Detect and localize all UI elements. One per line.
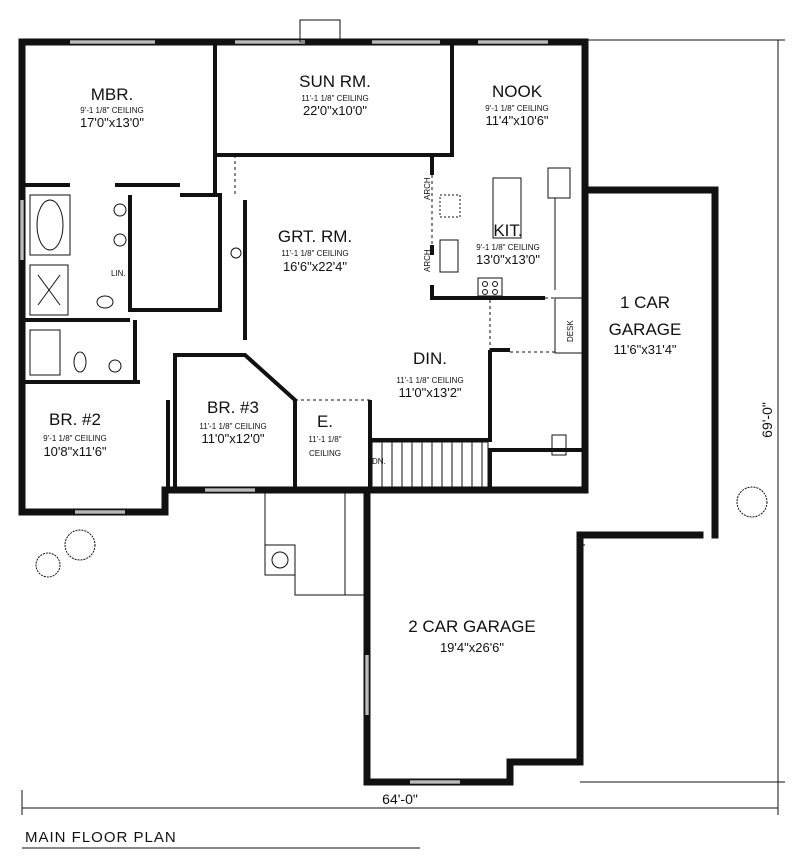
room-sun-rm: SUN RM. 11'-1 1/8" CEILING 22'0"x10'0" xyxy=(299,72,371,118)
fixtures xyxy=(29,167,585,596)
room-kitchen: KIT. 9'-1 1/8" CEILING 13'0"x13'0" xyxy=(476,221,540,267)
svg-text:11'4"x10'6": 11'4"x10'6" xyxy=(485,113,548,128)
arch-label: ARCH xyxy=(423,249,432,272)
svg-text:GRT. RM.: GRT. RM. xyxy=(278,227,352,246)
svg-text:E.: E. xyxy=(317,412,333,431)
room-dining: DIN. 11'-1 1/8" CEILING 11'0"x13'2" xyxy=(396,349,463,400)
svg-text:BR. #3: BR. #3 xyxy=(207,398,259,417)
tree-icon xyxy=(736,486,768,518)
svg-text:DIN.: DIN. xyxy=(413,349,447,368)
svg-text:SUN RM.: SUN RM. xyxy=(299,72,371,91)
tree-icon xyxy=(35,529,96,578)
room-br3: BR. #3 11'-1 1/8" CEILING 11'0"x12'0" xyxy=(199,398,266,446)
width-dimension: 64'-0" xyxy=(382,791,418,807)
svg-text:2 CAR GARAGE: 2 CAR GARAGE xyxy=(408,617,536,636)
svg-text:9'-1 1/8" CEILING: 9'-1 1/8" CEILING xyxy=(80,106,144,115)
svg-text:KIT.: KIT. xyxy=(493,221,522,240)
room-nook: NOOK 9'-1 1/8" CEILING 11'4"x10'6" xyxy=(485,82,549,128)
interior-walls xyxy=(22,42,586,490)
svg-text:13'0"x13'0": 13'0"x13'0" xyxy=(476,252,540,267)
svg-text:11'-1 1/8" CEILING: 11'-1 1/8" CEILING xyxy=(199,422,266,431)
plan-title: MAIN FLOOR PLAN xyxy=(25,829,177,846)
svg-text:11'-1 1/8" CEILING: 11'-1 1/8" CEILING xyxy=(301,94,368,103)
stairs-down-label: DN. xyxy=(372,457,386,466)
windows xyxy=(20,19,548,784)
svg-text:1 CAR: 1 CAR xyxy=(620,293,670,312)
svg-text:11'6"x31'4": 11'6"x31'4" xyxy=(613,342,676,357)
svg-text:22'0"x10'0": 22'0"x10'0" xyxy=(303,103,367,118)
svg-text:NOOK: NOOK xyxy=(492,82,543,101)
room-entry: E. 11'-1 1/8" CEILING xyxy=(308,412,341,458)
room-2-car-garage: 2 CAR GARAGE 19'4"x26'6" xyxy=(408,617,536,655)
room-great-room: GRT. RM. 11'-1 1/8" CEILING 16'6"x22'4" xyxy=(278,227,352,274)
svg-text:11'-1 1/8" CEILING: 11'-1 1/8" CEILING xyxy=(396,376,463,385)
svg-text:MBR.: MBR. xyxy=(91,85,134,104)
depth-dimension: 69'-0" xyxy=(759,402,775,438)
svg-text:19'4"x26'6": 19'4"x26'6" xyxy=(440,640,504,655)
svg-text:9'-1 1/8" CEILING: 9'-1 1/8" CEILING xyxy=(485,104,549,113)
desk-label: DESK xyxy=(566,320,575,342)
svg-text:CEILING: CEILING xyxy=(309,449,341,458)
svg-text:9'-1 1/8" CEILING: 9'-1 1/8" CEILING xyxy=(476,243,540,252)
stair-treads xyxy=(381,442,483,488)
room-mbr: MBR. 9'-1 1/8" CEILING 17'0"x13'0" xyxy=(80,85,144,130)
room-br2: BR. #2 9'-1 1/8" CEILING 10'8"x11'6" xyxy=(43,410,107,459)
svg-text:17'0"x13'0": 17'0"x13'0" xyxy=(80,115,144,130)
svg-text:16'6"x22'4": 16'6"x22'4" xyxy=(283,259,347,274)
svg-text:BR. #2: BR. #2 xyxy=(49,410,101,429)
svg-text:GARAGE: GARAGE xyxy=(609,320,682,339)
stairs xyxy=(371,441,489,489)
svg-text:11'0"x13'2": 11'0"x13'2" xyxy=(398,385,461,400)
svg-text:9'-1 1/8" CEILING: 9'-1 1/8" CEILING xyxy=(43,434,107,443)
room-1-car-garage: 1 CAR GARAGE 11'6"x31'4" xyxy=(609,293,682,357)
svg-text:11'-1 1/8": 11'-1 1/8" xyxy=(308,435,341,444)
linen-label: LIN. xyxy=(111,269,126,278)
svg-text:11'0"x12'0": 11'0"x12'0" xyxy=(201,431,264,446)
svg-text:10'8"x11'6": 10'8"x11'6" xyxy=(43,444,106,459)
arch-label: ARCH xyxy=(423,177,432,200)
dimension-lines xyxy=(21,39,785,815)
svg-text:11'-1 1/8" CEILING: 11'-1 1/8" CEILING xyxy=(281,249,348,258)
